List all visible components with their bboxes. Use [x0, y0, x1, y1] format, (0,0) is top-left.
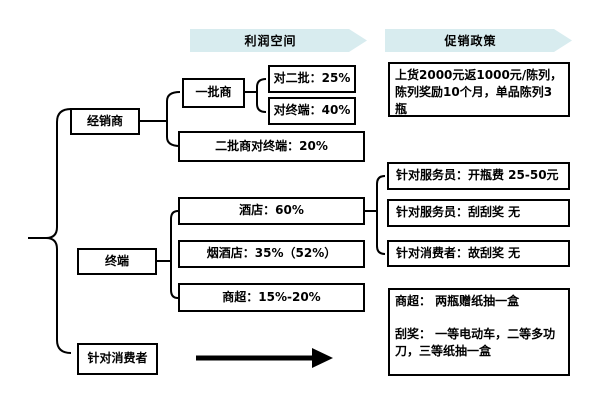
node-policy-waiter-scratch: 针对服务员：刮刮奖 无: [387, 199, 570, 227]
node-consumer: 针对消费者: [77, 343, 158, 375]
terminal-bracket-connector: [157, 210, 179, 299]
policy-supermarket-gift-text: 商超： 两瓶赠纸抽一盒: [395, 294, 520, 308]
node-first-tier-distributor: 一批商: [182, 78, 245, 108]
profit-space-banner-label: 利润空间: [244, 34, 297, 48]
consumer-flow-arrow: [196, 348, 333, 368]
hotel-bracket-connector: [365, 175, 386, 255]
node-margin-to-second-tier: 对二批：25%: [268, 65, 356, 93]
node-margin-supermarket: 商超：15%-20%: [178, 283, 365, 312]
node-policy-distributor: 上货2000元返1000元/陈列，陈列奖励10个月，单品陈列3瓶: [388, 62, 570, 117]
node-margin-second-tier-to-terminal: 二批商对终端：20%: [178, 131, 365, 162]
policy-scratch-prizes-text: 刮奖： 一等电动车，二等多功刀，三等纸抽一盒: [395, 326, 556, 358]
distributor-bracket-connector: [140, 91, 181, 147]
node-margin-to-terminal: 对终端：40%: [268, 97, 356, 125]
left-brace-connector: [28, 108, 72, 354]
node-policy-consumer-scratch: 针对消费者：故刮奖 无: [387, 240, 570, 267]
promo-policy-banner: 促销政策: [385, 29, 572, 52]
policy-distributor-text: 上货2000元返1000元/陈列，陈列奖励10个月，单品陈列3瓶: [395, 68, 563, 116]
profit-space-banner: 利润空间: [190, 29, 367, 52]
node-policy-consumer-gifts: 商超： 两瓶赠纸抽一盒 刮奖： 一等电动车，二等多功刀，三等纸抽一盒: [388, 288, 570, 376]
node-terminal: 终端: [77, 248, 157, 275]
first-tier-bracket-connector: [245, 78, 267, 113]
node-margin-tobacco-shop: 烟酒店：35%（52%）: [178, 240, 365, 268]
node-margin-hotel: 酒店：60%: [178, 197, 365, 225]
node-distributor: 经销商: [70, 108, 140, 135]
promo-policy-banner-label: 促销政策: [444, 34, 497, 48]
node-policy-waiter-bottle-fee: 针对服务员：开瓶费 25-50元: [387, 162, 570, 190]
